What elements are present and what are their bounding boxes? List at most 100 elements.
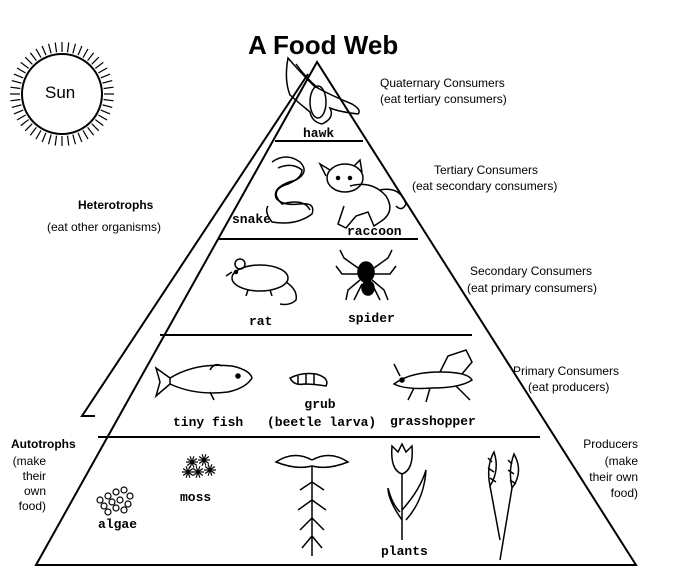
grub-label: grub <box>304 397 336 412</box>
wheat-icon <box>487 450 520 561</box>
rat-icon <box>225 258 298 306</box>
sun-ray <box>91 56 100 65</box>
sun-ray <box>100 73 111 79</box>
sun-ray <box>20 119 30 127</box>
primary-title: Primary Consumers <box>513 364 620 378</box>
spider-icon <box>335 249 397 301</box>
sun-ray <box>94 119 104 127</box>
sun-ray <box>72 43 77 54</box>
sun-ray <box>16 114 26 121</box>
moss-strand <box>203 455 210 461</box>
moss-icon <box>182 454 216 478</box>
pyramid-outline <box>34 60 638 566</box>
sun-ray <box>94 61 104 69</box>
primary-desc: (eat producers) <box>528 380 610 394</box>
sun-ray <box>47 134 52 145</box>
grasshopper-label: grasshopper <box>390 414 476 429</box>
sun-ray <box>24 123 33 132</box>
algae-label: algae <box>98 517 138 532</box>
sun-ray <box>11 104 22 109</box>
sun-ray <box>98 67 108 74</box>
raccoon-label: raccoon <box>347 224 402 239</box>
sun-ray <box>66 135 70 146</box>
secondary-desc: (eat primary consumers) <box>467 281 598 295</box>
spider-label: spider <box>348 311 395 326</box>
sun-ray <box>87 52 95 62</box>
sun-ray <box>29 52 37 62</box>
sun-ray <box>77 132 83 143</box>
sun-icon <box>10 42 114 146</box>
moss-strand <box>191 457 198 463</box>
sun-ray <box>41 132 47 143</box>
producers-desc-2: their own <box>589 470 638 484</box>
moss-label: moss <box>180 490 212 505</box>
secondary-title: Secondary Consumers <box>470 264 593 278</box>
sun-ray <box>87 126 95 136</box>
sun-ray <box>11 79 22 84</box>
sun-ray <box>29 126 37 136</box>
quaternary-desc: (eat tertiary consumers) <box>380 92 507 106</box>
sun-ray <box>100 109 111 115</box>
sun-ray <box>98 114 108 121</box>
raccoon-icon <box>318 158 407 229</box>
hawk-label: hawk <box>303 126 335 141</box>
sun-ray <box>103 86 114 90</box>
sun-ray <box>13 73 24 79</box>
sun-ray <box>82 48 89 58</box>
plants-label: plants <box>381 544 428 559</box>
sun-ray <box>41 45 47 56</box>
grasshopper-icon <box>392 349 473 403</box>
rat-label: rat <box>249 314 273 329</box>
sun-ray <box>13 109 24 115</box>
seedling-plant-icon <box>274 454 350 556</box>
producers-title: Producers <box>583 437 638 451</box>
tertiary-title: Tertiary Consumers <box>434 163 539 177</box>
hawk-icon <box>285 56 360 125</box>
tier-dividers <box>98 140 540 438</box>
snake-label: snake <box>232 212 272 227</box>
diagram-title: A Food Web <box>248 30 399 60</box>
autotrophs-desc-4: food) <box>18 499 46 513</box>
sun-ray <box>16 67 26 74</box>
sun-ray <box>47 43 52 54</box>
fish-icon <box>154 363 253 401</box>
heterotrophs-desc: (eat other organisms) <box>47 220 162 234</box>
sun-ray <box>10 86 21 90</box>
sun-ray <box>35 48 42 58</box>
grub-icon <box>288 372 328 387</box>
autotrophs-title: Autotrophs <box>11 437 76 451</box>
algae-icon <box>96 486 134 516</box>
sun-ray <box>54 42 58 53</box>
sun-ray <box>102 104 113 109</box>
sun-ray <box>72 134 77 145</box>
moss-strand <box>197 467 204 473</box>
sun-ray <box>10 98 21 102</box>
autotrophs-desc-1: (make <box>12 454 46 468</box>
tulip-icon <box>387 442 427 540</box>
sun-ray <box>102 79 113 84</box>
heterotrophs-title: Heterotrophs <box>78 198 154 212</box>
sun-ray <box>24 56 33 65</box>
moss-strand <box>209 465 216 471</box>
sun-ray <box>77 45 83 56</box>
autotrophs-desc-3: own <box>23 484 46 498</box>
moss-strand <box>187 467 194 473</box>
producers-desc-1: (make <box>604 454 638 468</box>
sun-ray <box>35 130 42 140</box>
snake-icon <box>265 156 314 224</box>
sun-ray <box>103 98 114 102</box>
sun-ray <box>91 123 100 132</box>
grub-note-label: (beetle larva) <box>267 415 377 430</box>
sun-ray <box>54 135 58 146</box>
sun-ray <box>66 42 70 53</box>
producers-desc-3: food) <box>610 486 638 500</box>
tiny-fish-label: tiny fish <box>173 415 244 430</box>
sun-label: Sun <box>45 83 76 102</box>
tertiary-desc: (eat secondary consumers) <box>412 179 558 193</box>
quaternary-title: Quaternary Consumers <box>380 76 505 90</box>
sun-ray <box>82 130 89 140</box>
autotrophs-desc-2: their <box>22 469 46 483</box>
sun-ray <box>20 61 30 69</box>
